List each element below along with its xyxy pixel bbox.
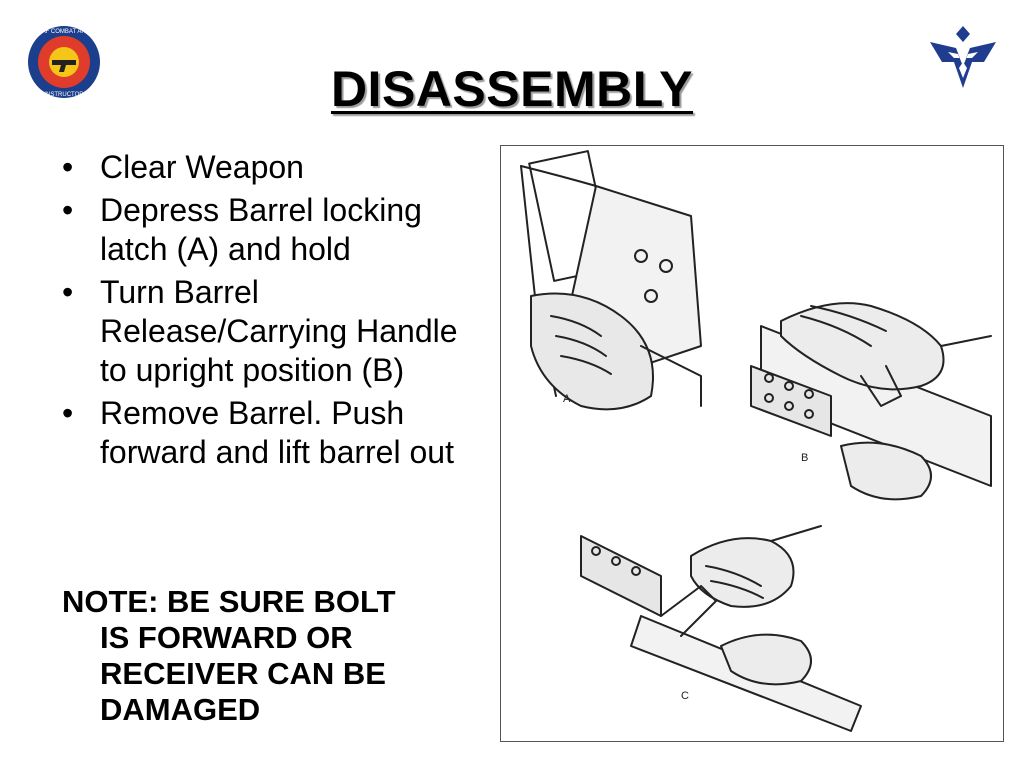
note-rest: IS FORWARD OR RECEIVER CAN BE DAMAGED — [100, 620, 386, 727]
bullet-marker: • — [62, 274, 74, 310]
panel-c-label: C — [681, 690, 689, 702]
logo-left-text-top: USAF COMBAT ARMS — [33, 29, 94, 35]
list-item-text: Turn Barrel Release/Carrying Handle to u… — [100, 274, 458, 388]
bullet-marker: • — [62, 149, 74, 185]
illustration-panel-b — [750, 302, 992, 501]
list-item: • Remove Barrel. Push forward and lift b… — [62, 394, 482, 472]
panel-a-label: A — [563, 393, 571, 405]
list-item-text: Remove Barrel. Push forward and lift bar… — [100, 395, 454, 470]
air-force-symbol-logo — [926, 22, 1000, 92]
combat-arms-logo: USAF COMBAT ARMS INSTRUCTOR — [26, 20, 102, 104]
illustration-svg: A B C — [520, 150, 992, 732]
bullet-marker: • — [62, 395, 74, 431]
list-item-text: Clear Weapon — [100, 149, 304, 185]
list-item-text: Depress Barrel locking latch (A) and hol… — [100, 192, 422, 267]
illustration-panel-c — [580, 525, 862, 732]
list-item: • Turn Barrel Release/Carrying Handle to… — [62, 273, 482, 390]
note-first-line: NOTE: BE SURE BOLT — [62, 584, 396, 619]
bullet-marker: • — [62, 192, 74, 228]
page-title-text: DISASSEMBLY — [330, 61, 694, 117]
list-item: • Depress Barrel locking latch (A) and h… — [62, 191, 482, 269]
page-title: DISASSEMBLY — [0, 60, 1024, 118]
list-item: • Clear Weapon — [62, 148, 482, 187]
bullet-list: • Clear Weapon • Depress Barrel locking … — [62, 148, 482, 476]
warning-note: NOTE: BE SURE BOLT IS FORWARD OR RECEIVE… — [62, 584, 482, 728]
disassembly-illustration: A B C — [500, 145, 1004, 742]
illustration-panel-a — [520, 150, 702, 411]
logo-left-text-bottom: INSTRUCTOR — [44, 92, 84, 98]
panel-b-label: B — [801, 452, 808, 464]
